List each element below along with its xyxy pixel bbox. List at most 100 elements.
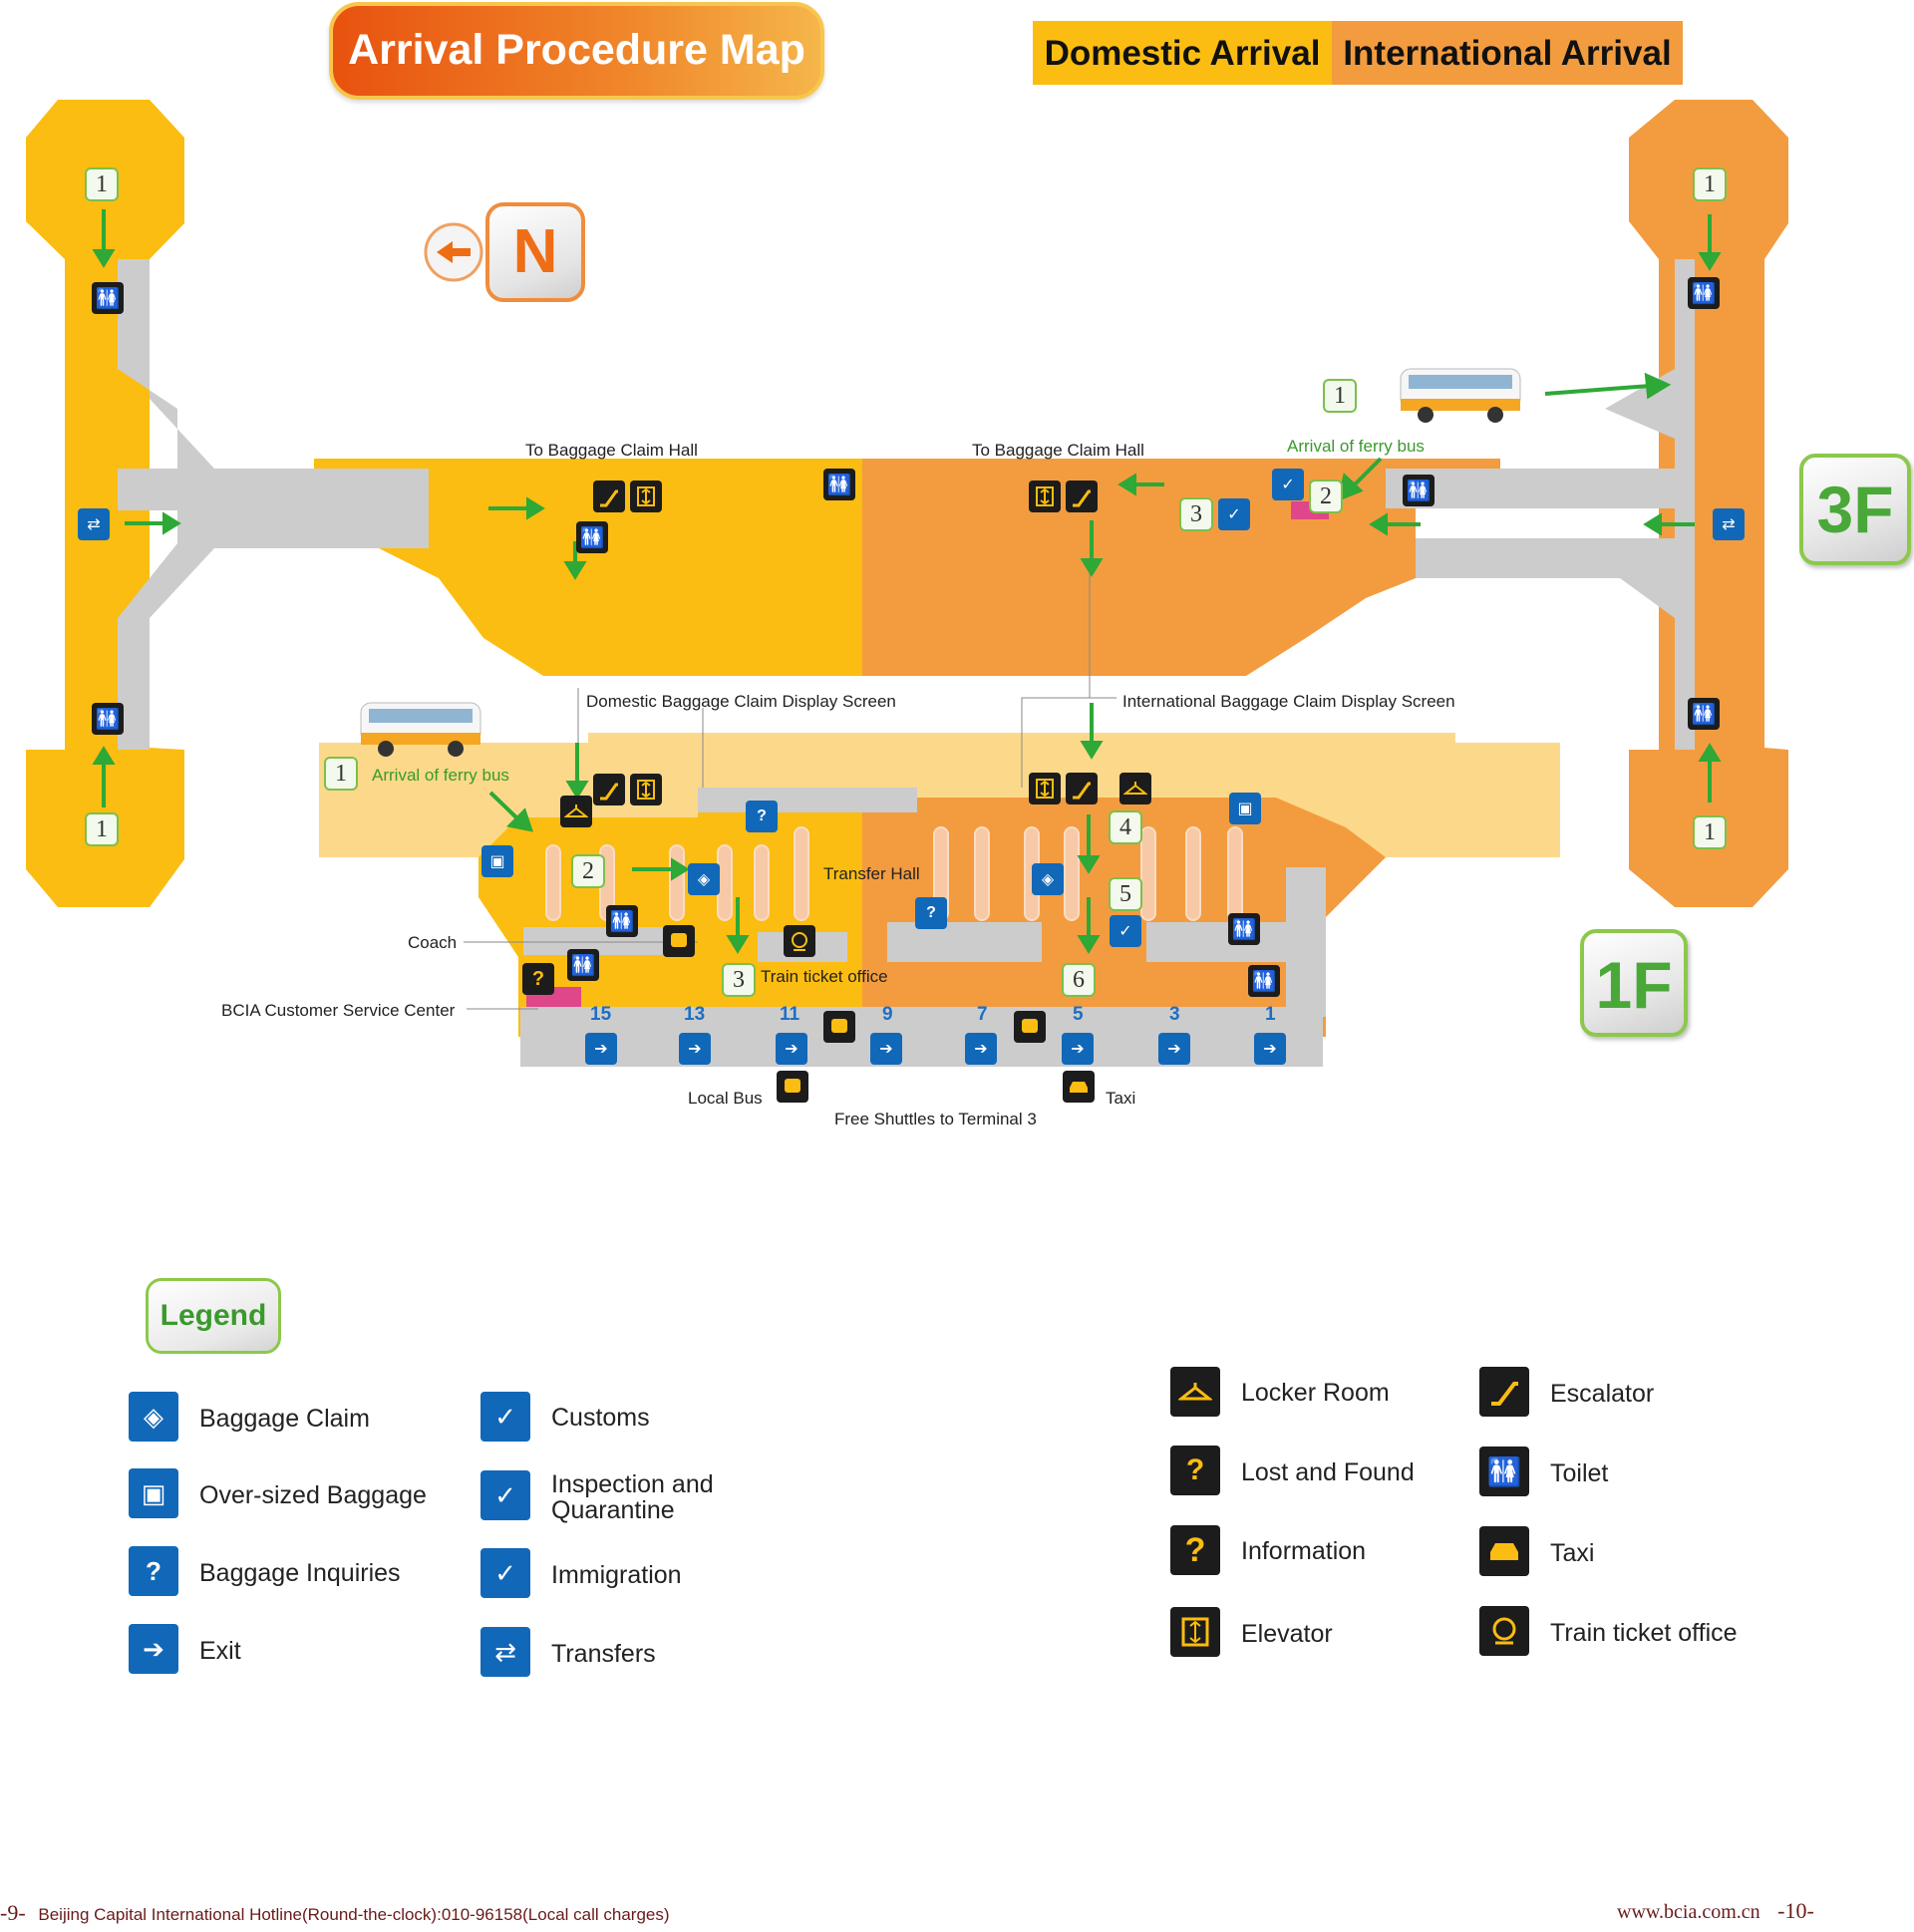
baggage-inquiries-icon: ? <box>746 801 778 832</box>
toilet-icon: 🚻 <box>1688 277 1720 309</box>
gate-number: 1 <box>1265 1004 1276 1025</box>
local-bus-icon <box>777 1071 808 1103</box>
toilet-icon: 🚻 <box>92 703 124 735</box>
step-marker: 3 <box>722 963 756 997</box>
exit-icon: ➔ <box>585 1033 617 1065</box>
baggage-claim-icon: ◈ <box>129 1392 178 1442</box>
exit-icon: ➔ <box>965 1033 997 1065</box>
baggage-claim-hall-label: To Baggage Claim Hall <box>525 441 698 460</box>
legend-label: Locker Room <box>1241 1379 1390 1407</box>
toilet-icon: 🚻 <box>567 949 599 981</box>
escalator-icon <box>593 774 625 805</box>
exit-icon: ➔ <box>1254 1033 1286 1065</box>
hall-3f-international <box>862 459 1500 676</box>
legend-label: Customs <box>551 1404 650 1432</box>
route-arrows <box>92 209 1722 954</box>
compass <box>423 221 483 282</box>
carousels <box>545 826 1243 921</box>
legend-label: Lost and Found <box>1241 1458 1415 1486</box>
toilet-icon: 🚻 <box>606 905 638 937</box>
baggage-claim-icon: ◈ <box>688 863 720 895</box>
international-screen-label: International Baggage Claim Display Scre… <box>1122 692 1455 711</box>
toilet-icon: 🚻 <box>92 282 124 314</box>
taxi-icon <box>1063 1071 1095 1103</box>
inspection-quarantine-icon: ✓ <box>1272 469 1304 500</box>
legend-label: Toilet <box>1550 1459 1609 1487</box>
exit-corridor <box>520 1007 1323 1067</box>
footer-website-block: www.bcia.com.cn -10- <box>1617 1898 1814 1924</box>
legend-title: Legend <box>146 1278 281 1354</box>
gate-number: 3 <box>1169 1004 1180 1025</box>
gate-number: 5 <box>1073 1004 1084 1025</box>
local-bus-label: Local Bus <box>688 1089 763 1108</box>
toilet-icon: 🚻 <box>1688 698 1720 730</box>
ferry-bus-label: Arrival of ferry bus <box>1287 437 1425 456</box>
baggage-inquiries-icon: ? <box>915 897 947 929</box>
train-ticket-office-icon <box>784 925 815 957</box>
elevator-icon <box>630 774 662 805</box>
transfer-hall-label: Transfer Hall <box>823 864 920 883</box>
footer-website[interactable]: www.bcia.com.cn <box>1617 1901 1760 1923</box>
transfers-icon: ⇄ <box>78 508 110 540</box>
legend-label: Transfers <box>551 1640 656 1668</box>
domestic-screen-label: Domestic Baggage Claim Display Screen <box>586 692 896 711</box>
international-arrival-key: International Arrival <box>1332 21 1683 85</box>
escalator-icon <box>1479 1367 1529 1417</box>
ferry-bus-label: Arrival of ferry bus <box>372 766 509 785</box>
transfers-icon: ⇄ <box>480 1627 530 1677</box>
toilet-icon: 🚻 <box>1248 965 1280 997</box>
toilet-icon: 🚻 <box>576 521 608 553</box>
step-marker: 1 <box>1693 815 1727 849</box>
legend-label: Over-sized Baggage <box>199 1481 427 1509</box>
gate-number: 13 <box>684 1004 706 1025</box>
exit-icon: ➔ <box>679 1033 711 1065</box>
step-marker: 5 <box>1109 877 1142 911</box>
elevator-icon <box>1170 1607 1220 1657</box>
information-icon: ? <box>1170 1525 1220 1575</box>
escalator-icon <box>1066 481 1098 512</box>
floor-1f-badge: 1F <box>1580 929 1688 1037</box>
lost-and-found-icon: ? <box>1170 1446 1220 1495</box>
immigration-icon: ✓ <box>480 1548 530 1598</box>
step-marker: 6 <box>1062 963 1096 997</box>
customs-icon: ✓ <box>480 1392 530 1442</box>
exit-icon: ➔ <box>776 1033 807 1065</box>
escalator-icon <box>1066 773 1098 805</box>
toilet-icon: 🚻 <box>1403 475 1435 506</box>
arrow-left-icon <box>424 222 483 282</box>
legend-label: Immigration <box>551 1561 682 1589</box>
immigration-icon: ✓ <box>1218 498 1250 530</box>
transfers-icon: ⇄ <box>1713 508 1745 540</box>
customs-icon: ✓ <box>1110 915 1141 947</box>
gate-number: 9 <box>882 1004 893 1025</box>
ferry-bus-icon <box>360 702 481 757</box>
gate-number: 11 <box>780 1004 800 1025</box>
footer-page-right: -10- <box>1777 1898 1814 1923</box>
legend-label: Taxi <box>1550 1539 1595 1567</box>
step-marker: 1 <box>85 167 119 201</box>
step-marker: 1 <box>1323 379 1357 413</box>
step-marker: 1 <box>324 757 358 791</box>
free-shuttles-label: Free Shuttles to Terminal 3 <box>834 1110 1037 1128</box>
customer-service-label: BCIA Customer Service Center <box>221 1001 456 1020</box>
gate-number: 15 <box>590 1004 612 1025</box>
exit-icon: ➔ <box>129 1624 178 1674</box>
taxi-label: Taxi <box>1106 1089 1136 1108</box>
floor-3f-badge: 3F <box>1799 454 1911 565</box>
coach-label: Coach <box>408 933 458 952</box>
legend-label: Inspection and Quarantine <box>551 1470 714 1524</box>
legend-label: Baggage Claim <box>199 1405 370 1433</box>
train-ticket-office-icon <box>1479 1606 1529 1656</box>
grey-strip-mid-int <box>887 922 1042 962</box>
exit-icon: ➔ <box>1158 1033 1190 1065</box>
taxi-icon <box>1479 1526 1529 1576</box>
oversized-baggage-icon: ▣ <box>129 1468 178 1518</box>
legend-label: Baggage Inquiries <box>199 1559 401 1587</box>
train-ticket-office-label: Train ticket office <box>761 967 888 986</box>
escalator-icon <box>593 481 625 512</box>
legend-label: Train ticket office <box>1550 1619 1738 1647</box>
baggage-claim-hall-label: To Baggage Claim Hall <box>972 441 1144 460</box>
legend-label: Exit <box>199 1637 241 1665</box>
toilet-icon: 🚻 <box>1228 913 1260 945</box>
elevator-icon <box>1029 481 1061 512</box>
